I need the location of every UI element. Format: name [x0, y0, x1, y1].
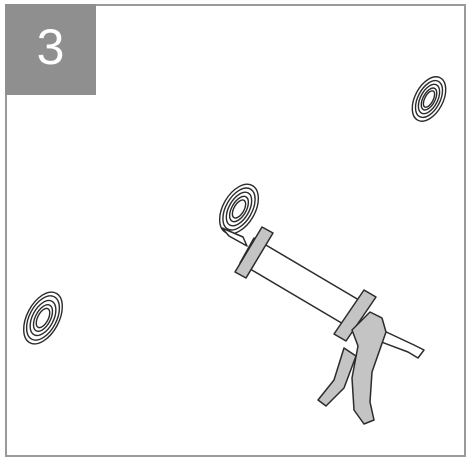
- sealing-ring-icon: [411, 76, 447, 122]
- caulking-gun-icon: [221, 226, 425, 425]
- step-badge: 3: [5, 4, 96, 95]
- sealing-ring-icon: [218, 183, 260, 235]
- instruction-panel-frame: [5, 4, 466, 457]
- step-number: 3: [36, 18, 65, 75]
- sealing-ring-icon: [23, 291, 63, 345]
